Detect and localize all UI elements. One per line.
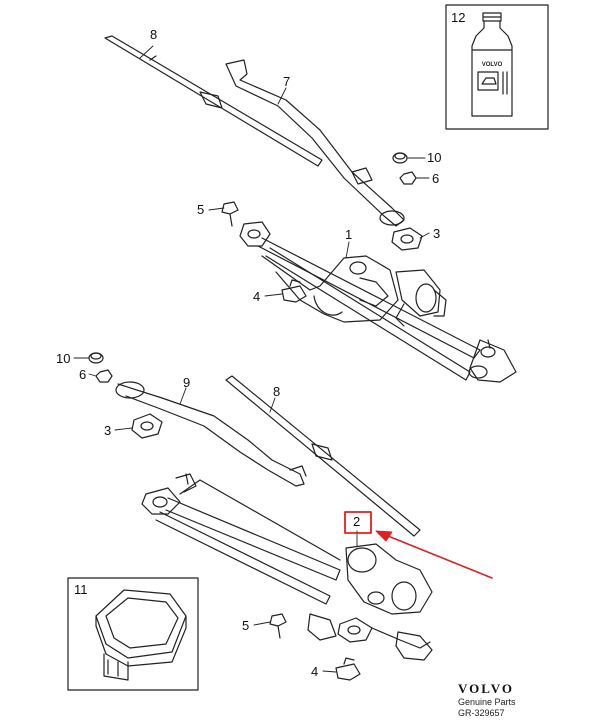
rain-sensor-icon <box>95 589 187 681</box>
callout-1: 1 <box>345 227 353 242</box>
callout-12: 12 <box>451 10 466 25</box>
callout-7: 7 <box>283 74 291 89</box>
fluid-bottle-icon <box>471 12 513 117</box>
washer-top <box>392 152 408 164</box>
clip-top <box>281 279 307 303</box>
callout-6-top: 6 <box>432 171 440 186</box>
brand-block: VOLVO Genuine Parts GR-329657 <box>458 681 598 719</box>
highlight-annotation <box>344 511 493 579</box>
leader-lines <box>73 45 430 673</box>
callout-8-bottom: 8 <box>273 384 281 399</box>
wiper-linkage-bottom <box>141 473 433 661</box>
callout-5-bottom: 5 <box>242 618 250 633</box>
bolt-top <box>221 201 239 227</box>
inset-box-11 <box>67 577 199 691</box>
brand-tagline: Genuine Parts <box>458 697 516 707</box>
bottle-brand-label: VOLVO <box>482 62 503 68</box>
wiper-blade-top <box>104 35 323 167</box>
callout-6-bottom: 6 <box>79 367 87 382</box>
wiper-arm-top <box>225 59 405 227</box>
inset-box-12 <box>445 4 549 130</box>
bushing-bottom <box>131 413 163 439</box>
brand-logo: VOLVO <box>458 681 514 696</box>
nut-bottom <box>95 369 113 383</box>
wiper-arm-bottom <box>115 381 307 487</box>
callout-9: 9 <box>183 375 191 390</box>
callout-11: 11 <box>74 582 88 597</box>
callout-3-bottom: 3 <box>104 423 112 438</box>
washer-bottom <box>88 352 104 364</box>
nut-top <box>399 171 417 185</box>
clip-bottom <box>335 657 361 681</box>
callout-4-bottom: 4 <box>311 664 319 679</box>
bushing-top <box>391 227 423 251</box>
wiper-linkage-top <box>239 221 517 383</box>
callout-10-bottom: 10 <box>56 351 71 366</box>
callout-10-top: 10 <box>427 150 442 165</box>
callout-3-top: 3 <box>433 226 441 241</box>
bolt-bottom <box>269 613 287 639</box>
callout-5-top: 5 <box>197 202 205 217</box>
callout-4-top: 4 <box>253 289 261 304</box>
wiper-blade-bottom <box>225 375 421 537</box>
diagram-reference: GR-329657 <box>458 708 505 718</box>
callout-8-top: 8 <box>150 27 158 42</box>
callout-2: 2 <box>353 514 361 529</box>
